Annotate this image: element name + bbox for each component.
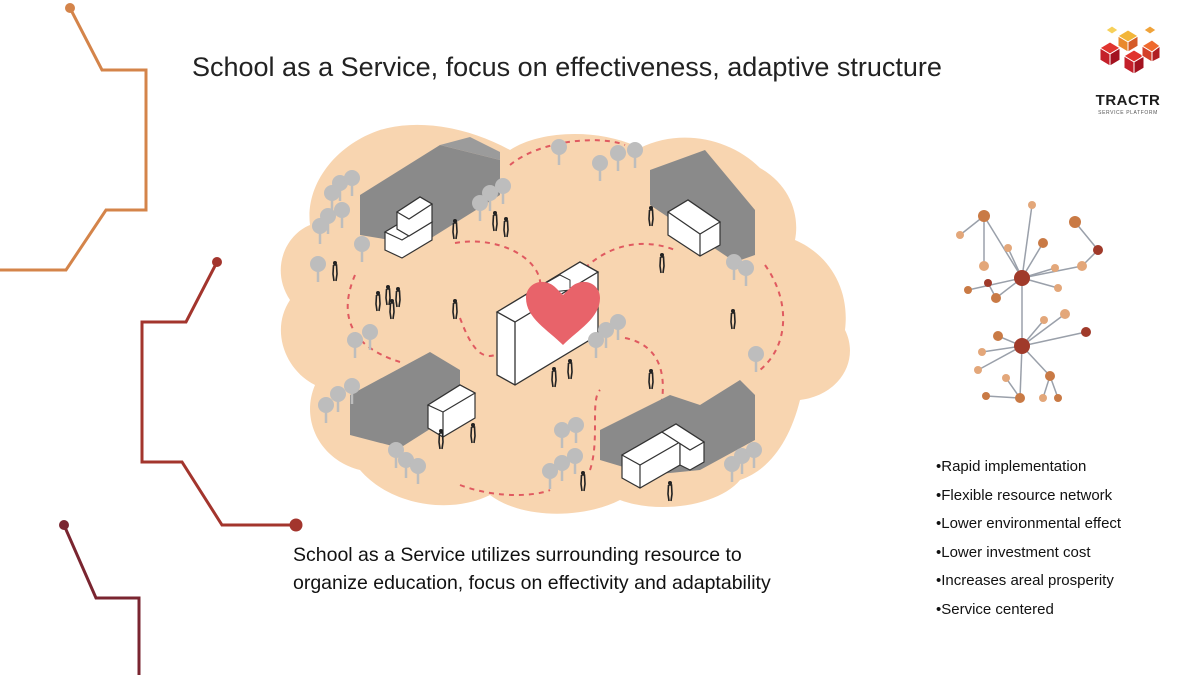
benefit-item: •Flexible resource network xyxy=(936,486,1113,504)
building-top-right xyxy=(650,150,755,262)
circuit-line-middle xyxy=(140,261,296,527)
benefits-list: •Rapid implementation •Flexible resource… xyxy=(936,456,1121,628)
building-bottom-left xyxy=(350,352,477,448)
heart-icon xyxy=(526,281,600,345)
tractr-logo: TRACTR SERVICE PLATFORM xyxy=(1088,22,1168,122)
benefit-item: •Lower investment cost xyxy=(936,543,1091,561)
building-bottom-right xyxy=(600,380,755,489)
description-text: School as a Service utilizes surrounding… xyxy=(293,544,771,594)
isometric-cubes-logo-icon xyxy=(1099,25,1161,75)
benefit-item: •Service centered xyxy=(936,600,1054,618)
benefit-item: •Lower environmental effect xyxy=(936,515,1122,533)
logo-name: TRACTR xyxy=(1095,92,1161,109)
circuit-line-top xyxy=(0,7,148,272)
circuit-line-decoration xyxy=(0,3,303,675)
connection-paths xyxy=(346,139,785,496)
logo-tagline: SERVICE PLATFORM xyxy=(1098,110,1158,116)
benefit-item: •Increases areal prosperity xyxy=(936,572,1114,590)
building-top-left xyxy=(360,137,500,259)
slide-title: School as a Service, focus on effectiven… xyxy=(192,52,942,82)
benefit-item: •Rapid implementation xyxy=(936,458,1087,475)
circuit-line-bottom xyxy=(62,524,141,675)
